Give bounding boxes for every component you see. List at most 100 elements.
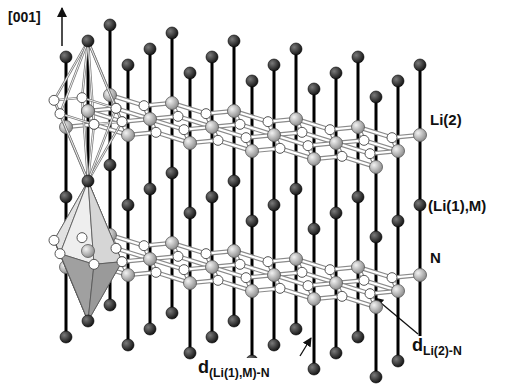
axis-label: [001]	[8, 10, 41, 25]
li2-atom	[365, 289, 375, 299]
li1-m-atom	[104, 299, 116, 311]
li1-m-atom	[392, 215, 404, 227]
li1-m-atom	[82, 35, 94, 47]
li2-atom	[325, 265, 335, 275]
n-atom	[246, 145, 259, 158]
li1-m-atom	[82, 315, 94, 327]
n-atom	[82, 245, 95, 258]
polyhedron-edge	[60, 41, 88, 114]
li1-m-atom	[104, 159, 116, 171]
li2-atom	[77, 93, 87, 103]
li2-atom	[201, 249, 211, 259]
n-atom	[184, 277, 197, 290]
n-atom	[228, 245, 241, 258]
li1-m-atom	[166, 307, 178, 319]
li1-m-atom	[290, 43, 302, 55]
li2-atom	[365, 149, 375, 159]
n-atom	[330, 277, 343, 290]
li1-m-atom	[144, 43, 156, 55]
li1-m-atom	[82, 175, 94, 187]
li2-atom	[235, 119, 245, 129]
n-atom	[370, 161, 383, 174]
n-atom	[206, 261, 219, 274]
li2-atom	[111, 103, 121, 113]
li1-m-atom	[122, 339, 134, 351]
n-atom	[82, 105, 95, 118]
li2-atom	[77, 233, 87, 243]
li1-m-atom	[268, 199, 280, 211]
polyhedron-edge	[88, 108, 116, 181]
li1-m-atom	[352, 51, 364, 63]
li2-atom	[49, 235, 59, 245]
li2-atom	[201, 109, 211, 119]
li1-m-atom	[370, 371, 382, 383]
li1-m-atom	[370, 91, 382, 103]
li2-atom	[337, 151, 347, 161]
li1-m-atom	[228, 35, 240, 47]
li1-m-atom	[60, 331, 72, 343]
atom-label: N	[430, 250, 441, 267]
polyhedron-edge	[88, 122, 122, 181]
polyhedron-edge-core	[60, 41, 88, 114]
li2-atom	[89, 259, 99, 269]
li1-m-atom	[330, 67, 342, 79]
li1-m-atom	[246, 75, 258, 87]
li2-atom	[387, 273, 397, 283]
li2-atom	[235, 259, 245, 269]
li2-atom	[117, 117, 127, 127]
li1-m-atom	[144, 183, 156, 195]
li1-m-atom	[104, 19, 116, 31]
polyhedron-edge	[88, 41, 116, 108]
li1-m-atom	[206, 331, 218, 343]
n-atom	[268, 129, 281, 142]
li2-atom	[275, 283, 285, 293]
li2-atom	[173, 251, 183, 261]
leader-line	[300, 338, 311, 356]
li2-atom	[139, 101, 149, 111]
li1-m-atom	[166, 167, 178, 179]
li2-atom	[337, 291, 347, 301]
n-atom	[330, 137, 343, 150]
atom-label: (Li(1),M)	[428, 198, 486, 215]
li1-m-atom	[184, 207, 196, 219]
li2-atom	[263, 257, 273, 267]
n-atom	[414, 129, 427, 142]
n-atom	[290, 253, 303, 266]
distance-label: dLi(2)-N	[410, 336, 464, 359]
n-atom	[352, 261, 365, 274]
polyhedron-edge-core	[88, 41, 116, 108]
n-atom	[166, 97, 179, 110]
li1-m-atom	[268, 59, 280, 71]
polyhedron-edge	[60, 114, 88, 181]
n-atom	[166, 237, 179, 250]
li1-m-atom	[290, 183, 302, 195]
li2-atom	[275, 143, 285, 153]
li1-m-atom	[330, 347, 342, 359]
atom-label: Li(2)	[430, 112, 462, 129]
li1-m-atom	[290, 323, 302, 335]
polyhedron-edge-core	[54, 41, 88, 100]
li2-atom	[303, 141, 313, 151]
li2-atom	[117, 257, 127, 267]
li2-atom	[111, 243, 121, 253]
li1-m-atom	[60, 191, 72, 203]
li2-atom	[241, 133, 251, 143]
li1-m-atom	[308, 83, 320, 95]
li2-atom	[241, 273, 251, 283]
n-atom	[308, 293, 321, 306]
li2-atom	[117, 257, 127, 267]
li2-atom	[297, 127, 307, 137]
li2-atom	[303, 281, 313, 291]
li1-m-atom	[206, 51, 218, 63]
li1-m-atom	[392, 355, 404, 367]
li2-atom	[297, 267, 307, 277]
n-atom	[392, 285, 405, 298]
li1-m-atom	[228, 175, 240, 187]
li1-m-atom	[206, 191, 218, 203]
n-atom	[122, 129, 135, 142]
li2-atom	[151, 267, 161, 277]
n-atom	[82, 245, 95, 258]
li1-m-atom	[352, 191, 364, 203]
li1-m-atom	[60, 51, 72, 63]
